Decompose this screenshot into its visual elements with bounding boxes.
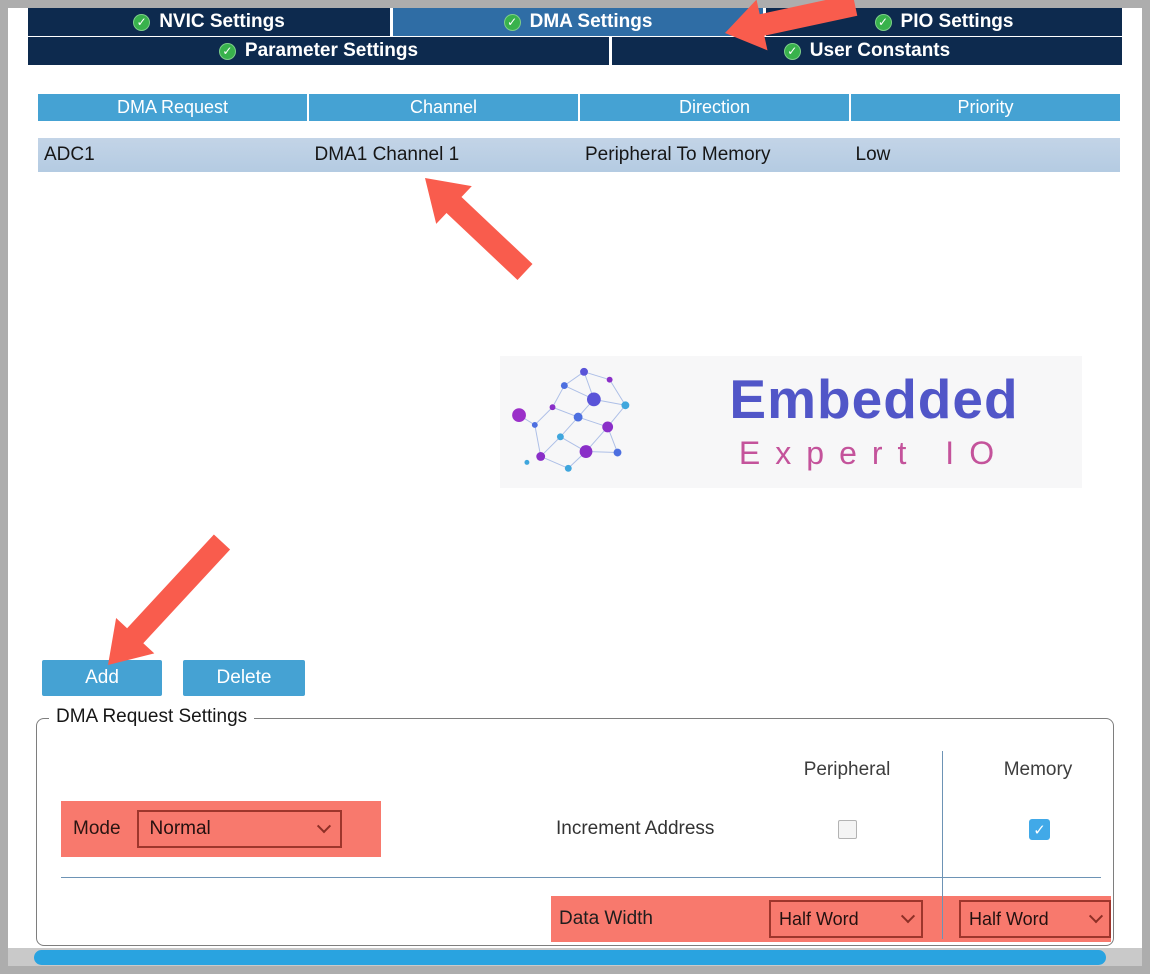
table-header-row: DMA Request Channel Direction Priority bbox=[38, 94, 1120, 121]
increment-address-peripheral-checkbox[interactable] bbox=[838, 820, 857, 839]
tab-label: Parameter Settings bbox=[244, 40, 419, 61]
tab-bar-bottom: Parameter Settings User Constants bbox=[28, 37, 1122, 65]
peripheral-column-header: Peripheral bbox=[803, 759, 891, 780]
tab-nvic-settings[interactable]: NVIC Settings bbox=[28, 8, 390, 36]
data-width-label: Data Width bbox=[559, 908, 653, 929]
logo-title: Embedded bbox=[729, 368, 1019, 430]
embedded-expert-io-logo: Embedded Expert IO bbox=[500, 356, 1082, 488]
chevron-down-icon bbox=[316, 819, 331, 834]
memory-column-header: Memory bbox=[1003, 759, 1073, 780]
column-header-channel: Channel bbox=[309, 94, 578, 121]
logo-text: Embedded Expert IO bbox=[666, 372, 1082, 472]
tab-label: PIO Settings bbox=[900, 11, 1014, 32]
check-icon bbox=[218, 42, 236, 60]
data-width-peripheral-value: Half Word bbox=[779, 908, 859, 929]
panel-content: NVIC Settings DMA Settings PIO Settings … bbox=[8, 8, 1142, 966]
mode-dropdown-value: Normal bbox=[149, 818, 211, 839]
chevron-down-icon bbox=[900, 909, 916, 924]
horizontal-scrollbar-thumb[interactable] bbox=[34, 950, 1106, 965]
cell-channel: DMA1 Channel 1 bbox=[314, 144, 460, 165]
delete-button[interactable]: Delete bbox=[183, 660, 305, 696]
increment-address-memory-checkbox[interactable] bbox=[1029, 819, 1050, 840]
check-icon bbox=[503, 13, 521, 31]
tab-gpio-settings[interactable]: PIO Settings bbox=[766, 8, 1122, 36]
chevron-down-icon bbox=[1088, 909, 1104, 924]
network-brain-icon bbox=[512, 367, 630, 472]
tab-label: NVIC Settings bbox=[159, 11, 285, 32]
column-header-direction: Direction bbox=[580, 94, 849, 121]
column-header-dma-request: DMA Request bbox=[38, 94, 307, 121]
mode-dropdown[interactable]: Normal bbox=[136, 810, 342, 848]
cell-priority: Low bbox=[855, 144, 891, 165]
check-icon bbox=[783, 42, 801, 60]
data-width-memory-dropdown[interactable]: Half Word bbox=[959, 900, 1111, 938]
mode-highlight: Mode Normal bbox=[61, 801, 381, 857]
data-width-highlight: Data Width bbox=[551, 896, 1111, 942]
mode-label: Mode bbox=[73, 818, 121, 839]
increment-address-label: Increment Address bbox=[556, 818, 715, 839]
column-header-priority: Priority bbox=[851, 94, 1120, 121]
group-legend: DMA Request Settings bbox=[49, 706, 255, 728]
dma-request-table: DMA Request Channel Direction Priority A… bbox=[38, 94, 1120, 172]
table-row[interactable]: ADC1 DMA1 Channel 1 Peripheral To Memory… bbox=[38, 138, 1120, 172]
tab-label: User Constants bbox=[809, 40, 951, 61]
column-divider bbox=[942, 751, 943, 939]
data-width-memory-value: Half Word bbox=[969, 908, 1049, 929]
data-width-peripheral-dropdown[interactable]: Half Word bbox=[769, 900, 923, 938]
cell-direction: Peripheral To Memory bbox=[585, 144, 771, 165]
tab-bar-top: NVIC Settings DMA Settings PIO Settings bbox=[28, 8, 1122, 36]
check-icon bbox=[133, 13, 151, 31]
add-button[interactable]: Add bbox=[42, 660, 162, 696]
tab-label: DMA Settings bbox=[529, 11, 653, 32]
check-icon bbox=[874, 13, 892, 31]
cell-dma-request: ADC1 bbox=[44, 144, 95, 165]
horizontal-scrollbar-track[interactable] bbox=[8, 948, 1142, 966]
row-divider bbox=[61, 877, 1101, 878]
logo-subtitle: Expert IO bbox=[738, 435, 1010, 471]
tab-parameter-settings[interactable]: Parameter Settings bbox=[28, 37, 609, 65]
dma-request-settings-group: DMA Request Settings Peripheral Memory M… bbox=[36, 706, 1114, 946]
tab-user-constants[interactable]: User Constants bbox=[612, 37, 1122, 65]
tab-dma-settings[interactable]: DMA Settings bbox=[393, 8, 763, 36]
